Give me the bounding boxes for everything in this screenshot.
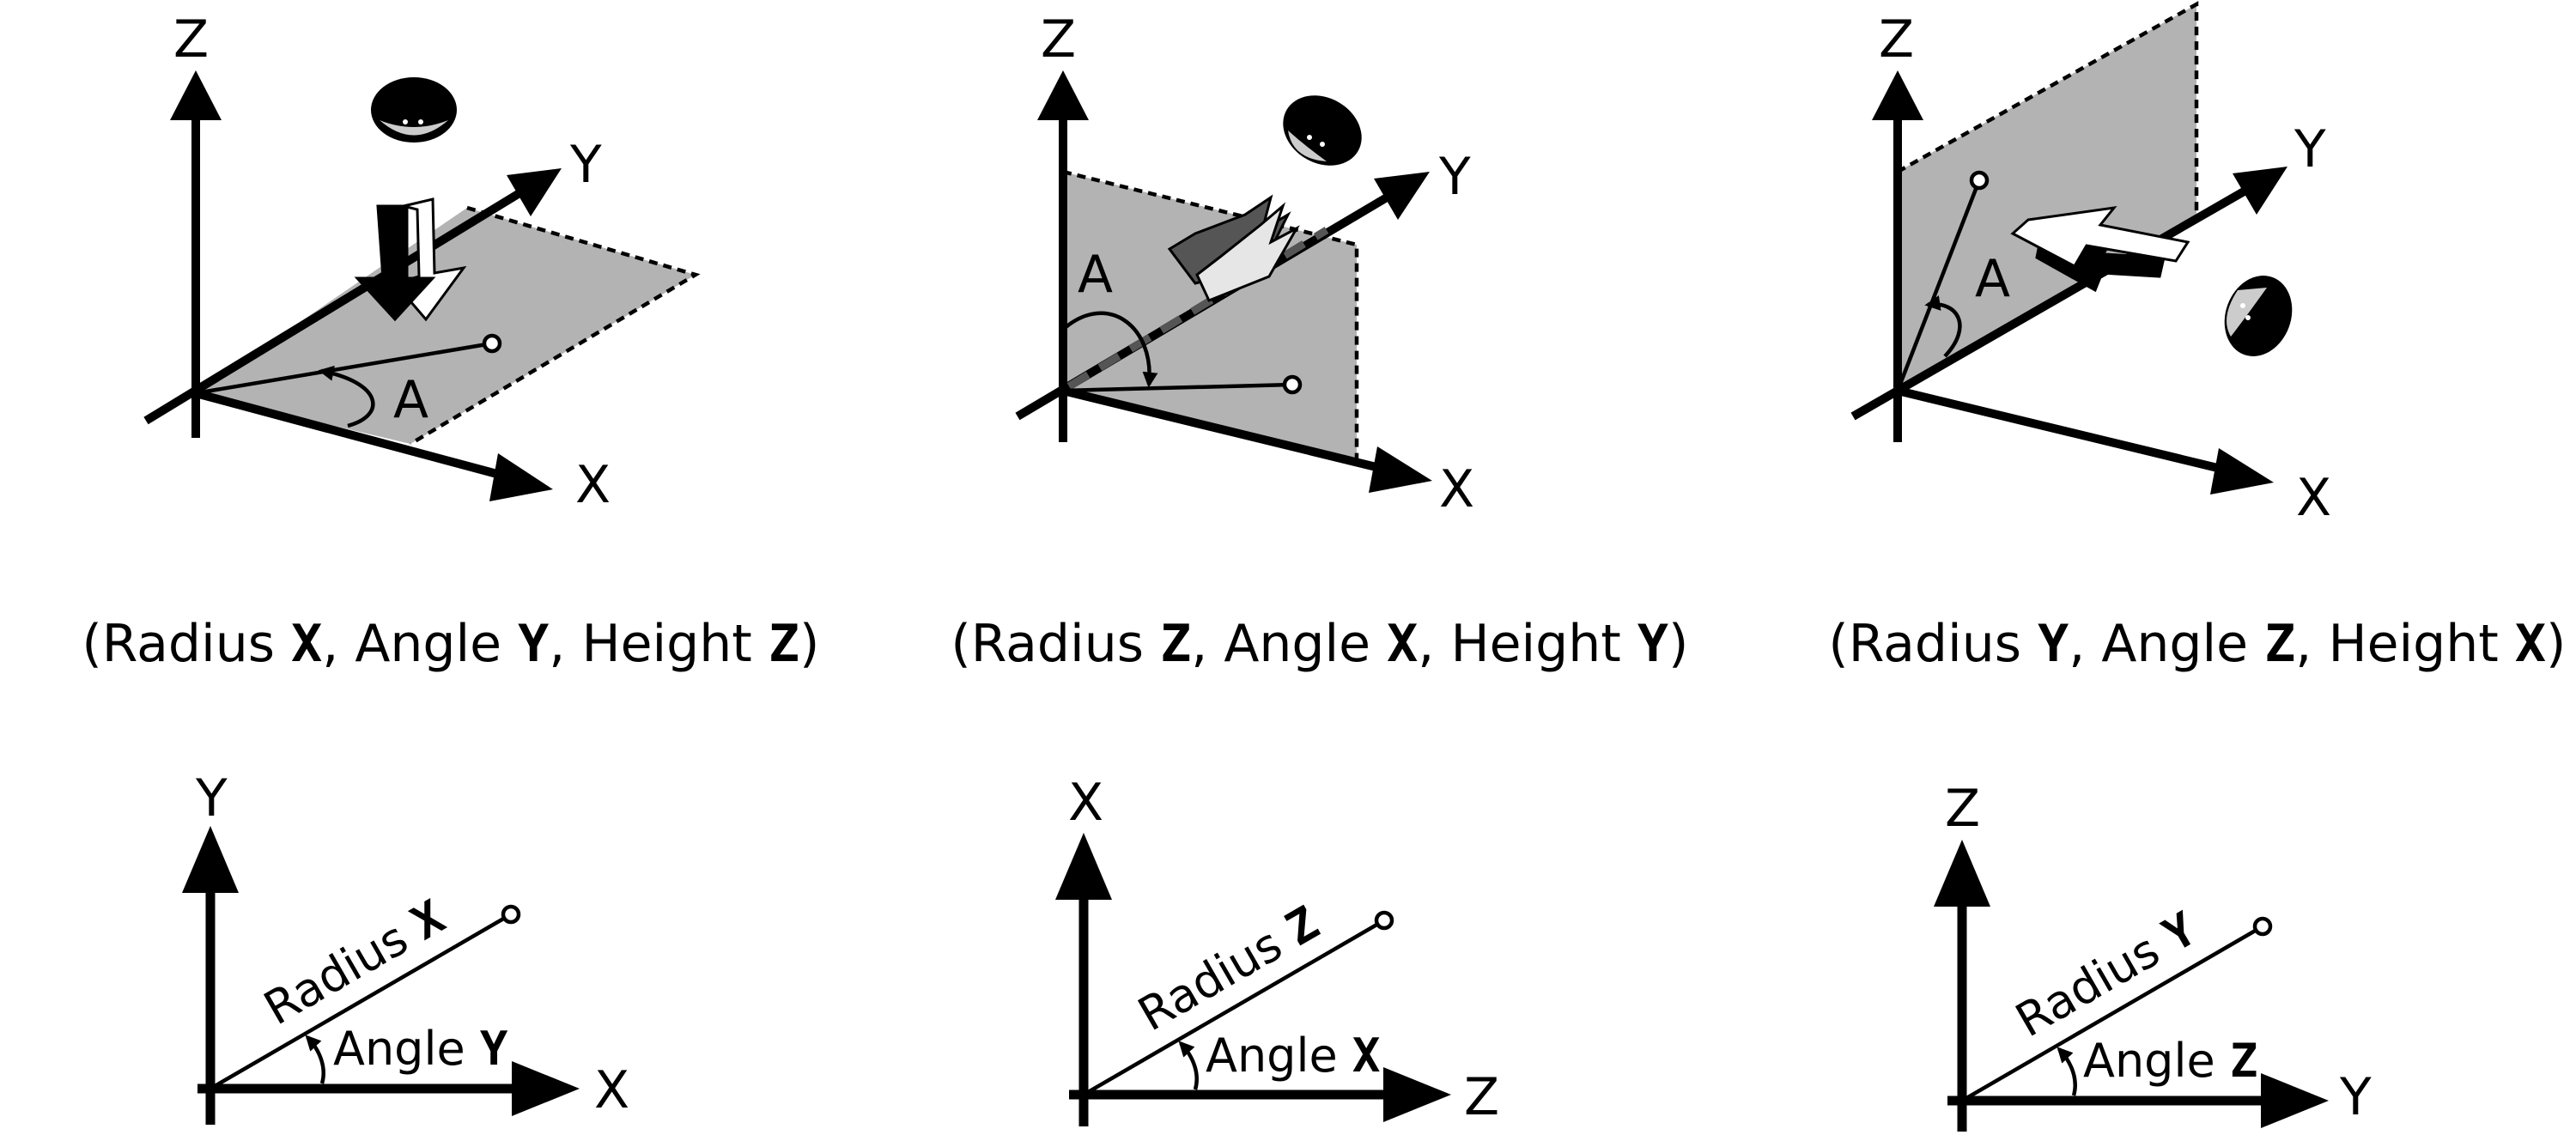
viewer-eye-icon bbox=[1283, 95, 1362, 166]
panel-2-radius-vector bbox=[1062, 382, 1293, 393]
panel-3-radius-tip bbox=[1969, 170, 1990, 191]
plane2d-3-angle-label: Angle Z bbox=[2083, 1034, 2257, 1088]
plane2d-1-vertical-label: Y bbox=[195, 768, 228, 828]
panel-3-y-label: Y bbox=[2293, 119, 2326, 179]
plane2d-2-horizontal-arrowhead bbox=[1383, 1067, 1451, 1122]
caption-1: (Radius X, Angle Y, Height Z) bbox=[0, 614, 869, 674]
panel-3-3d: Z Y X A bbox=[1850, 1, 2331, 528]
plane2d-1-angle-label: Angle Y bbox=[333, 1022, 508, 1076]
panel-2-hidden-axis bbox=[1066, 227, 1329, 390]
panel-3-plane-edge bbox=[1896, 1, 2199, 215]
plane2d-2-vertical-arrowhead bbox=[1055, 833, 1112, 900]
plane2d-3-vertical-arrowhead bbox=[1934, 840, 1990, 907]
panel-3-y-arrowhead bbox=[2233, 167, 2287, 215]
panel-3-radius-vector bbox=[1895, 179, 1982, 391]
panel-1-plane-edge bbox=[409, 205, 701, 446]
panel-2-angle-label: A bbox=[1078, 245, 1113, 305]
panel-1-y-arrowhead bbox=[507, 168, 562, 216]
panel-1-z-arrowhead bbox=[170, 70, 222, 120]
plane2d-2-radius-tip bbox=[1374, 910, 1394, 931]
plane2d-3-radius-vector bbox=[1960, 925, 2264, 1102]
panel-2-radius-tip bbox=[1282, 374, 1303, 395]
panel-3-z-arrowhead bbox=[1872, 70, 1923, 120]
panel-3-angle-arc bbox=[1924, 295, 1962, 358]
plane2d-2: X Z Radius Z Angle X bbox=[1055, 773, 1499, 1127]
panel-3-x-label: X bbox=[2296, 468, 2331, 528]
panel-1-angle-arc bbox=[318, 365, 375, 428]
panel-1-3d: Z Y X A bbox=[143, 9, 701, 515]
panel-2-z-arrowhead bbox=[1037, 70, 1089, 120]
plane2d-1-angle-arc bbox=[305, 1035, 325, 1084]
plane2d-2-horizontal-label: Z bbox=[1464, 1067, 1499, 1127]
plane2d-2-angle-label: Angle X bbox=[1206, 1029, 1380, 1083]
panel-1-radius-tip bbox=[482, 333, 502, 354]
panel-2-y-arrowhead bbox=[1374, 172, 1430, 220]
panel-2-x-arrowhead bbox=[1369, 446, 1432, 493]
panel-3-y-axis bbox=[1850, 186, 2248, 421]
viewer-eye-icon bbox=[371, 77, 457, 143]
plane2d-1-radius-vector bbox=[209, 913, 513, 1090]
panel-2-plane-edge bbox=[1062, 169, 1359, 459]
view-direction-arrow-icon bbox=[354, 197, 467, 322]
view-direction-arrow-icon bbox=[1167, 194, 1300, 302]
plane2d-3: Z Y Radius Y Angle Z bbox=[1934, 779, 2372, 1132]
viewer-eye-icon bbox=[2224, 276, 2293, 356]
plane2d-3-vertical-label: Z bbox=[1945, 779, 1980, 839]
panel-3-angle-label: A bbox=[1975, 249, 2010, 309]
plane2d-3-angle-arc bbox=[2057, 1047, 2077, 1096]
plane2d-3-horizontal-label: Y bbox=[2339, 1067, 2372, 1127]
caption-3: (Radius Y, Angle Z, Height X) bbox=[1747, 614, 2576, 674]
caption-2: (Radius Z, Angle X, Height Y) bbox=[869, 614, 1738, 674]
panel-1-y-axis bbox=[143, 189, 522, 425]
plane2d-2-radius-vector bbox=[1082, 919, 1386, 1096]
panel-2-3d: Z Y X A bbox=[1015, 9, 1474, 519]
plane2d-1-horizontal-label: X bbox=[594, 1060, 629, 1120]
panel-1-x-label: X bbox=[575, 455, 611, 515]
panel-2-x-axis bbox=[1061, 386, 1388, 474]
plane2d-1-vertical-arrowhead bbox=[182, 826, 239, 893]
panel-1-radius-vector bbox=[195, 341, 493, 396]
panel-3-z-label: Z bbox=[1879, 9, 1914, 70]
plane2d-1: Y X Radius X Angle Y bbox=[182, 768, 629, 1125]
plane2d-3-horizontal-arrowhead bbox=[2261, 1073, 2329, 1128]
panel-1-x-arrowhead bbox=[489, 453, 553, 501]
panel-2-x-label: X bbox=[1439, 459, 1474, 519]
panel-1-z-label: Z bbox=[173, 9, 209, 70]
plane2d-1-horizontal-arrowhead bbox=[512, 1061, 580, 1116]
panel-1-angle-label: A bbox=[393, 370, 428, 430]
plane2d-2-vertical-label: X bbox=[1068, 773, 1103, 833]
panel-2-angle-arc bbox=[1063, 311, 1158, 388]
panel-1-y-label: Y bbox=[569, 135, 602, 195]
plane2d-1-radius-tip bbox=[501, 904, 521, 925]
panel-3-plane bbox=[1898, 4, 2196, 391]
plane2d-2-angle-arc bbox=[1178, 1041, 1199, 1090]
panel-1-plane bbox=[196, 208, 696, 444]
panel-2-z-label: Z bbox=[1041, 9, 1076, 70]
panel-3-x-arrowhead bbox=[2210, 448, 2274, 495]
panel-2-y-label: Y bbox=[1438, 147, 1471, 207]
view-direction-arrow-icon bbox=[2010, 205, 2190, 293]
plane2d-3-radius-tip bbox=[2252, 916, 2273, 937]
panel-3-x-axis bbox=[1896, 386, 2230, 475]
panel-1-x-axis bbox=[194, 389, 508, 481]
